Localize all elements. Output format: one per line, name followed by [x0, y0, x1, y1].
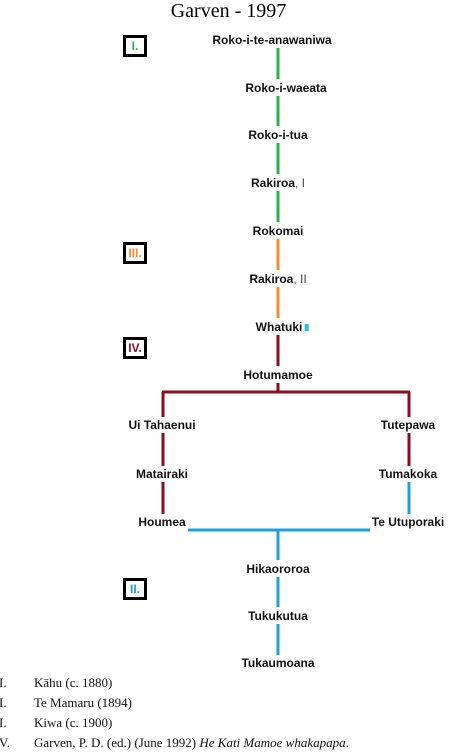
person-node: Rakiroa, I: [250, 176, 306, 190]
person-node: Whatuki: [256, 320, 309, 334]
diagram-title: Garven - 1997: [170, 0, 287, 22]
lineage-marker-ii: II.: [123, 578, 147, 600]
person-node: Tukaumoana: [241, 656, 315, 670]
sources-list: I. Kāhu (c. 1880) I. Te Mamaru (1894) I.…: [0, 673, 457, 753]
source-item: I. Kiwa (c. 1900): [0, 715, 113, 730]
person-node: Tukukutua: [248, 609, 308, 623]
person-node: Roko-i-te-anawaniwa: [212, 33, 332, 47]
source-item: I. Te Mamaru (1894): [0, 695, 133, 710]
person-node: Matairaki: [135, 467, 189, 481]
person-node: Tumakoka: [378, 467, 438, 481]
lineage-marker-iv: IV.: [123, 337, 147, 359]
person-node: Hikaororoa: [246, 562, 310, 576]
person-node: Rakiroa, II: [249, 272, 307, 286]
person-node: Hotumamoe: [243, 368, 313, 382]
source-item: I. Kāhu (c. 1880): [0, 675, 113, 690]
person-node: Tutepawa: [380, 418, 436, 432]
highlight-dot: [304, 324, 309, 332]
connector-lines: [161, 48, 411, 655]
person-node: Roko-i-waeata: [245, 81, 327, 95]
source-item: V. Garven, P. D. (ed.) (June 1992) He Ka…: [0, 735, 349, 750]
person-node: Houmea: [138, 515, 186, 529]
person-node: Roko-i-tua: [248, 128, 308, 142]
lineage-marker-iii: III.: [123, 242, 147, 264]
person-node: Rokomai: [252, 224, 304, 238]
person-node: Ui Tahaenui: [128, 418, 196, 432]
person-node: Te Utuporaki: [371, 515, 445, 529]
lineage-marker-i: I.: [123, 35, 147, 57]
